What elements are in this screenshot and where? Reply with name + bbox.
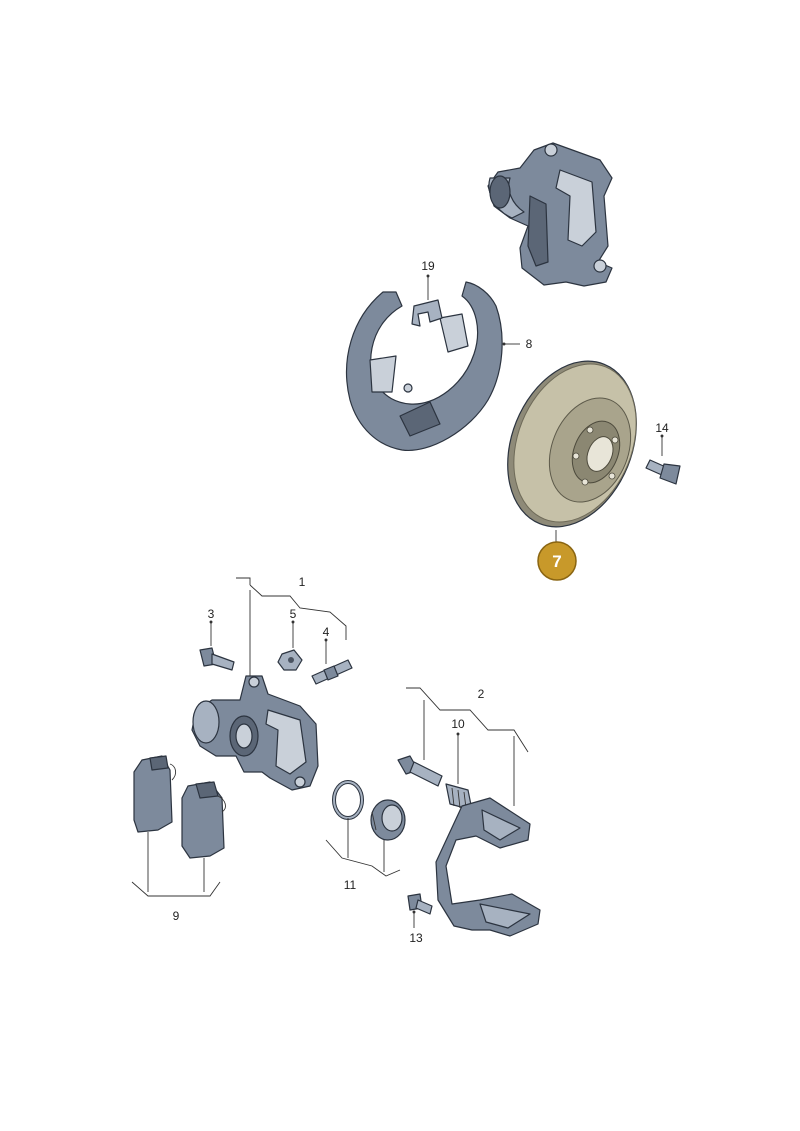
callout-8: 8 xyxy=(526,337,533,351)
brake-rotor-part[interactable] xyxy=(484,342,660,546)
callout-19: 19 xyxy=(421,259,435,273)
dust-cap-part[interactable] xyxy=(277,649,303,671)
caliper-carrier-part[interactable] xyxy=(435,797,541,937)
carrier-screw-part[interactable] xyxy=(407,893,433,915)
callout-labels: 19 8 14 1 3 5 4 2 10 11 9 13 xyxy=(173,259,669,945)
callout-7: 7 xyxy=(552,552,561,571)
bearing-part[interactable] xyxy=(370,799,406,841)
rotor-screw-part[interactable] xyxy=(645,459,681,485)
callout-9: 9 xyxy=(173,909,180,923)
retaining-clip-part[interactable] xyxy=(411,299,443,327)
callout-13: 13 xyxy=(409,931,423,945)
callout-14: 14 xyxy=(655,421,669,435)
highlight-callout-7[interactable]: 7 xyxy=(537,541,577,581)
callout-1: 1 xyxy=(299,575,306,589)
upper-caliper-part[interactable] xyxy=(487,142,613,287)
brake-splash-shield-part[interactable] xyxy=(345,281,503,452)
seal-ring-part[interactable] xyxy=(332,780,364,820)
brake-pad-set-part[interactable] xyxy=(133,755,226,859)
callout-5: 5 xyxy=(290,607,297,621)
callout-10: 10 xyxy=(451,717,465,731)
carrier-bolt-part[interactable] xyxy=(397,755,443,787)
callout-11: 11 xyxy=(344,878,357,892)
caliper-bolt-part[interactable] xyxy=(199,647,235,671)
callout-3: 3 xyxy=(208,607,215,621)
brake-caliper-part[interactable] xyxy=(191,675,319,791)
callout-4: 4 xyxy=(323,625,330,639)
guide-pin-part[interactable] xyxy=(311,659,353,685)
callout-2: 2 xyxy=(478,687,485,701)
leader-lines xyxy=(131,274,664,928)
